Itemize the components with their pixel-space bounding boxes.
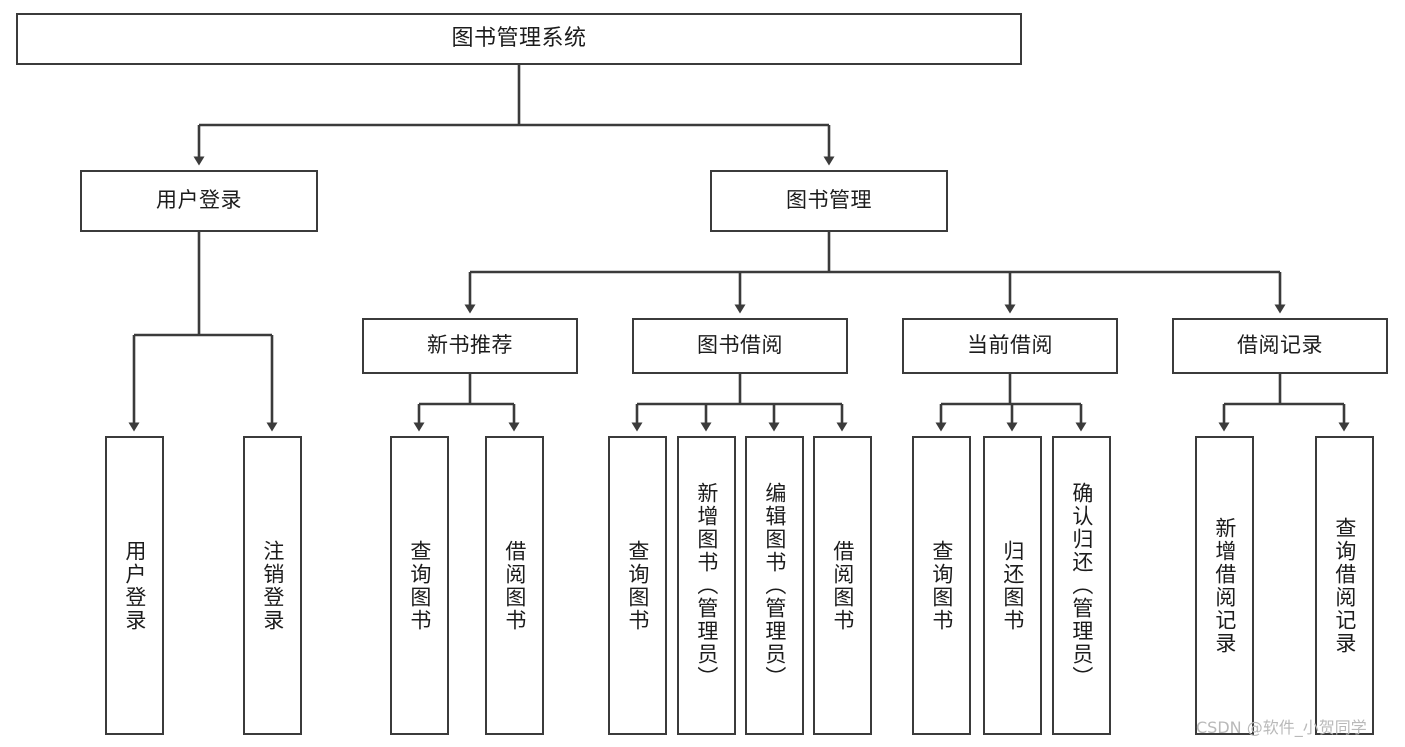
node-new-book-recommend-label: 新书推荐 (427, 333, 513, 358)
node-current-borrow-label: 当前借阅 (967, 333, 1053, 358)
node-leaf-search-books-recommend-label: 查询图书 (407, 539, 432, 632)
node-leaf-search-borrow-record[interactable]: 查询借阅记录 (1315, 436, 1374, 735)
node-leaf-user-login-label: 用户登录 (122, 539, 147, 632)
node-leaf-search-borrow-record-label: 查询借阅记录 (1332, 516, 1357, 655)
node-leaf-search-books-current-label: 查询图书 (929, 539, 954, 632)
node-book-borrow[interactable]: 图书借阅 (632, 318, 848, 374)
node-user-login[interactable]: 用户登录 (80, 170, 318, 232)
node-leaf-edit-book-admin[interactable]: 编辑图书（管理员） (745, 436, 804, 735)
node-borrow-records-label: 借阅记录 (1237, 333, 1323, 358)
node-leaf-user-login[interactable]: 用户登录 (105, 436, 164, 735)
node-leaf-borrow-book[interactable]: 借阅图书 (813, 436, 872, 735)
watermark: CSDN @软件_小贺同学 (1196, 718, 1367, 737)
node-leaf-return-book-label: 归还图书 (1000, 539, 1025, 632)
node-leaf-add-borrow-record[interactable]: 新增借阅记录 (1195, 436, 1254, 735)
node-leaf-borrow-books-recommend[interactable]: 借阅图书 (485, 436, 544, 735)
node-current-borrow[interactable]: 当前借阅 (902, 318, 1118, 374)
node-root[interactable]: 图书管理系统 (16, 13, 1022, 65)
node-leaf-search-books-borrow-label: 查询图书 (625, 539, 650, 632)
node-leaf-search-books-current[interactable]: 查询图书 (912, 436, 971, 735)
node-leaf-search-books-borrow[interactable]: 查询图书 (608, 436, 667, 735)
node-leaf-edit-book-admin-label: 编辑图书（管理员） (762, 482, 787, 689)
node-leaf-logout[interactable]: 注销登录 (243, 436, 302, 735)
node-user-login-label: 用户登录 (156, 188, 242, 213)
node-leaf-confirm-return-admin[interactable]: 确认归还（管理员） (1052, 436, 1111, 735)
node-leaf-borrow-book-label: 借阅图书 (830, 539, 855, 632)
node-borrow-records[interactable]: 借阅记录 (1172, 318, 1388, 374)
node-new-book-recommend[interactable]: 新书推荐 (362, 318, 578, 374)
node-leaf-add-borrow-record-label: 新增借阅记录 (1212, 516, 1237, 655)
node-leaf-return-book[interactable]: 归还图书 (983, 436, 1042, 735)
node-leaf-add-book-admin-label: 新增图书（管理员） (694, 482, 719, 689)
node-root-label: 图书管理系统 (451, 25, 587, 51)
node-leaf-logout-label: 注销登录 (260, 539, 285, 632)
node-leaf-search-books-recommend[interactable]: 查询图书 (390, 436, 449, 735)
node-leaf-add-book-admin[interactable]: 新增图书（管理员） (677, 436, 736, 735)
node-leaf-confirm-return-admin-label: 确认归还（管理员） (1069, 482, 1094, 689)
node-book-management-label: 图书管理 (786, 188, 872, 213)
node-book-management[interactable]: 图书管理 (710, 170, 948, 232)
node-book-borrow-label: 图书借阅 (697, 333, 783, 358)
node-leaf-borrow-books-recommend-label: 借阅图书 (502, 539, 527, 632)
